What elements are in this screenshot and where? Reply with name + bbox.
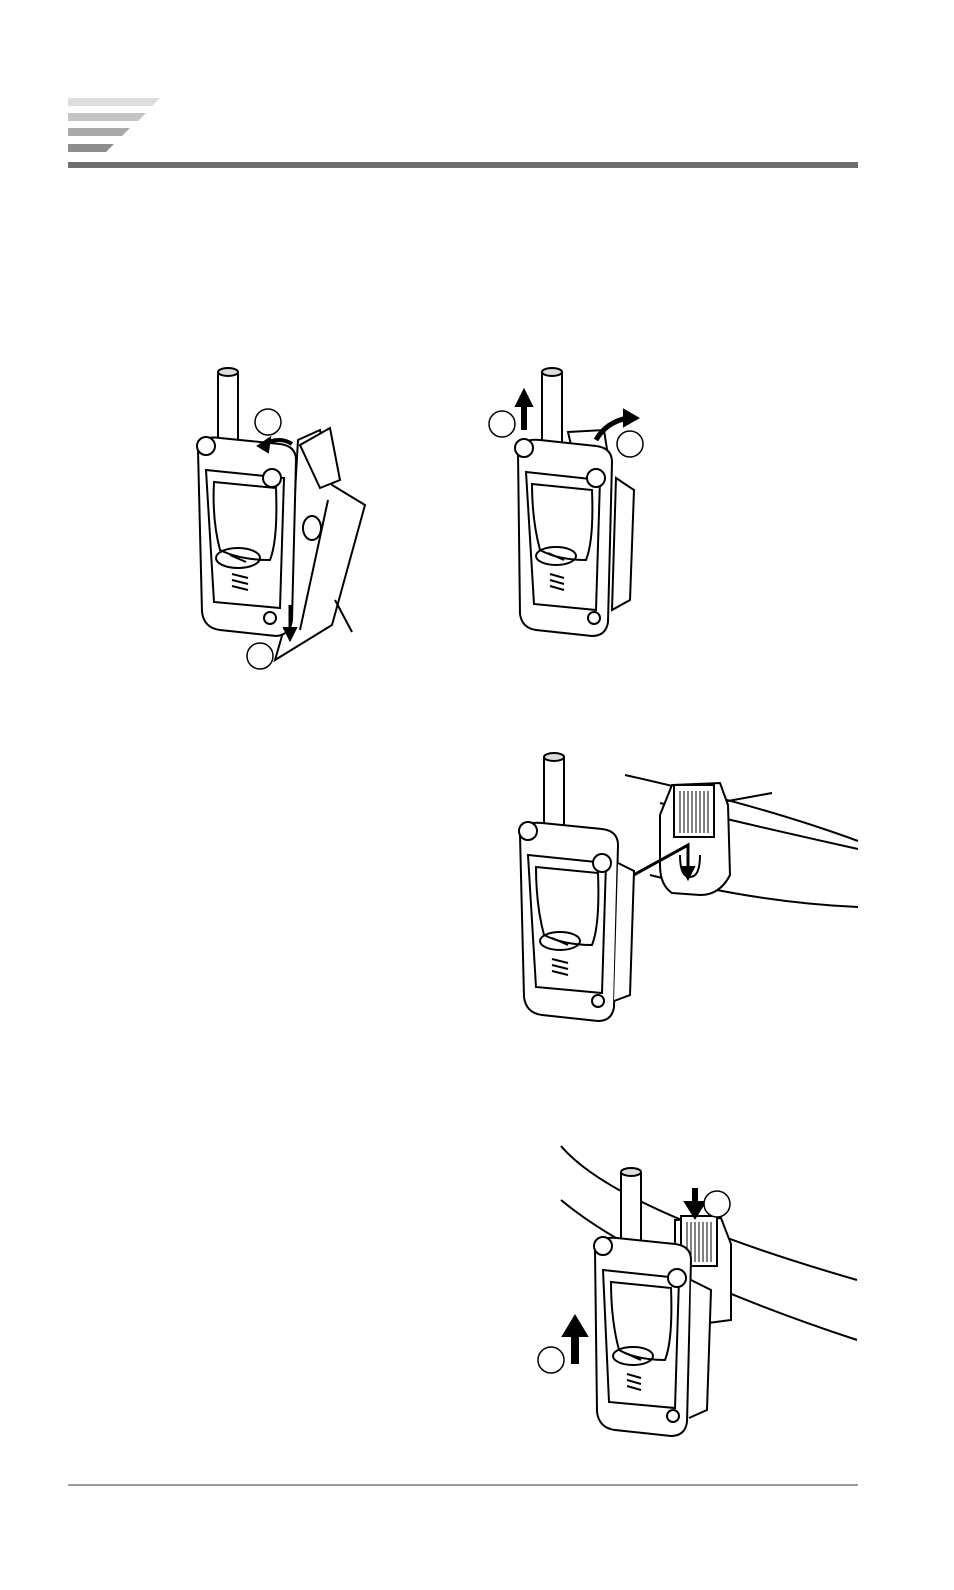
footer-rule: [68, 1484, 858, 1486]
phone-lift-out-icon: [484, 360, 664, 650]
phone-in-holster-icon: [180, 360, 380, 680]
phone-belt-clip-icon: [510, 745, 860, 1030]
figure-release-from-belt: [535, 1140, 860, 1450]
figure-clip-to-belt: [510, 745, 860, 1030]
phone-release-clip-icon: [535, 1140, 860, 1450]
striped-wedge-icon: [66, 96, 166, 156]
header-logo: [66, 96, 166, 156]
header-rule: [68, 162, 858, 168]
figure-attach-holster: [180, 360, 380, 680]
figure-remove-holster: [484, 360, 664, 650]
